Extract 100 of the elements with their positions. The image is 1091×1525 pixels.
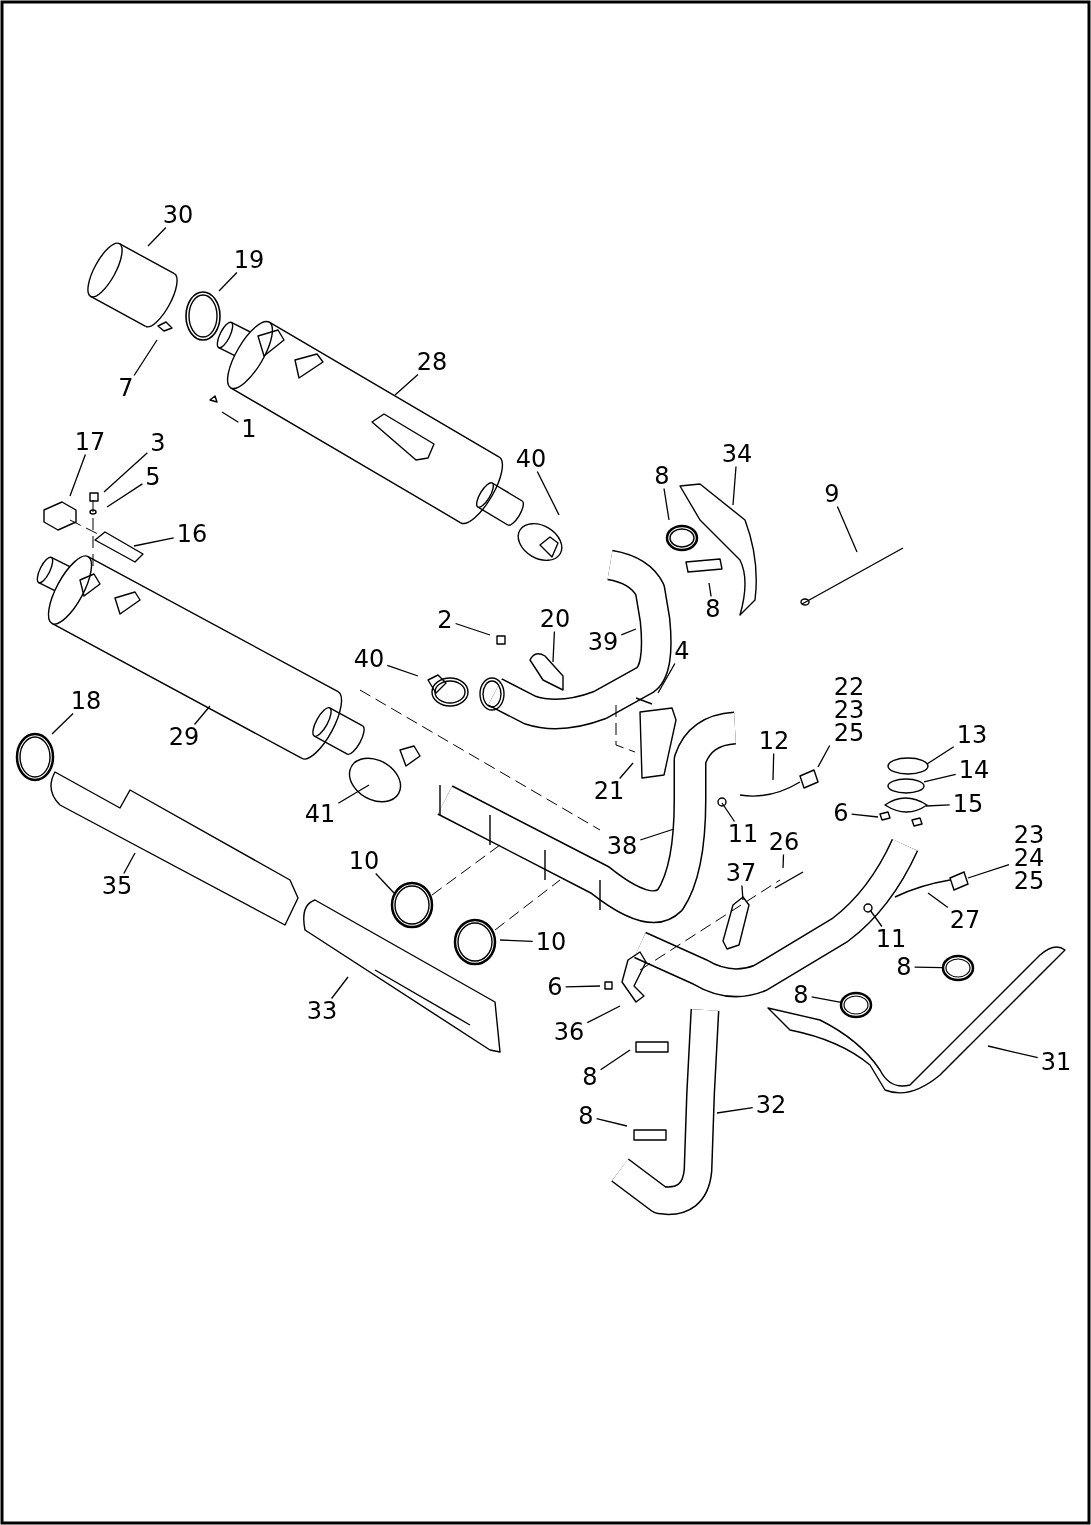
leader-line: [454, 622, 491, 636]
callout-number: 32: [755, 1093, 787, 1117]
leader-line: [69, 453, 87, 497]
callout-number: 21: [593, 779, 625, 803]
callout-number: 6: [833, 801, 849, 825]
leader-line: [106, 483, 144, 508]
callout-number: 3: [150, 431, 166, 455]
leader-line: [595, 1117, 628, 1127]
callout-number: 4: [674, 639, 690, 663]
leader-line: [221, 411, 240, 423]
leader-line: [337, 784, 370, 804]
leader-line: [836, 505, 858, 553]
hose-clamp: [941, 954, 975, 982]
leader-line: [967, 863, 1010, 879]
callout-number: 14: [958, 758, 990, 782]
leader-line: [913, 966, 944, 969]
leader-line: [394, 373, 419, 396]
callout-number: 8: [654, 464, 670, 488]
leader-line: [193, 705, 211, 726]
callout-number: 22 23 25: [832, 675, 866, 745]
leader-line: [586, 1005, 621, 1024]
gasket-ring: [887, 778, 925, 794]
leader-line: [926, 746, 955, 765]
callout-number: 27: [949, 908, 981, 932]
leader-line: [663, 487, 670, 521]
callout-number: 12: [758, 729, 790, 753]
leader-line: [869, 909, 883, 928]
callout-number: 35: [101, 874, 133, 898]
callout-number: 8: [705, 597, 721, 621]
callout-number: 30: [162, 203, 194, 227]
leader-line: [599, 1049, 631, 1071]
leader-line: [772, 752, 775, 781]
callout-number: 17: [74, 430, 106, 454]
callout-number: 28: [416, 350, 448, 374]
callout-number: 6: [547, 975, 563, 999]
leader-line: [987, 1045, 1039, 1059]
leader-line: [927, 892, 949, 909]
callout-number: 16: [176, 522, 208, 546]
leader-line: [386, 664, 419, 677]
leader-line: [925, 804, 951, 807]
callout-number: 8: [793, 983, 809, 1007]
callout-number: 5: [145, 465, 161, 489]
callout-number: 1: [241, 417, 257, 441]
leader-line: [923, 773, 957, 783]
callout-number: 20: [539, 607, 571, 631]
leader-line: [741, 884, 744, 901]
leader-line: [375, 872, 395, 894]
callout-number: 11: [875, 927, 907, 951]
callout-number: 18: [70, 689, 102, 713]
leader-line: [810, 996, 842, 1003]
leader-line: [817, 744, 831, 768]
callout-number: 26: [768, 830, 800, 854]
callout-number: 2: [437, 608, 453, 632]
leader-line: [782, 853, 785, 869]
callout-number: 10: [348, 849, 380, 873]
callout-number: 8: [578, 1104, 594, 1128]
callout-number: 10: [535, 930, 567, 954]
hose-clamp: [839, 991, 873, 1019]
callout-number: 38: [606, 834, 638, 858]
callout-number: 7: [118, 376, 134, 400]
callout-number: 41: [304, 802, 336, 826]
leader-line: [499, 939, 534, 942]
callout-number: 29: [168, 725, 200, 749]
leader-line: [536, 470, 560, 516]
callout-number: 8: [582, 1065, 598, 1089]
leader-line: [103, 452, 149, 493]
callout-number: 36: [553, 1020, 585, 1044]
callout-number: 23 24 25: [1012, 823, 1046, 893]
leader-line: [564, 985, 601, 988]
callout-number: 33: [306, 999, 338, 1023]
sensor-connector: [949, 871, 969, 891]
leader-line: [639, 828, 675, 841]
leader-line: [133, 339, 158, 377]
callout-number: 40: [353, 647, 385, 671]
callout-number: 9: [824, 482, 840, 506]
leader-line: [123, 852, 136, 875]
leader-line: [620, 628, 637, 636]
callout-number: 31: [1040, 1050, 1072, 1074]
leader-line: [619, 762, 634, 780]
callout-number: 34: [721, 442, 753, 466]
leader-line: [850, 813, 879, 818]
leader-line: [552, 630, 556, 663]
callout-number: 39: [587, 630, 619, 654]
leader-line: [133, 537, 175, 547]
leader-line: [657, 662, 676, 694]
callout-number: 13: [956, 723, 988, 747]
leader-line: [716, 1107, 754, 1114]
leader-line: [721, 802, 736, 823]
leader-line: [218, 271, 238, 292]
leader-line: [330, 976, 349, 1000]
callout-number: 40: [515, 447, 547, 471]
leader-line: [732, 465, 737, 506]
callout-number: 19: [233, 248, 265, 272]
leader-line: [147, 226, 167, 247]
leader-line: [51, 712, 74, 735]
callout-number: 15: [952, 792, 984, 816]
callout-number: 37: [725, 861, 757, 885]
leader-line: [708, 582, 712, 598]
callout-number: 11: [727, 822, 759, 846]
callout-number: 8: [896, 955, 912, 979]
